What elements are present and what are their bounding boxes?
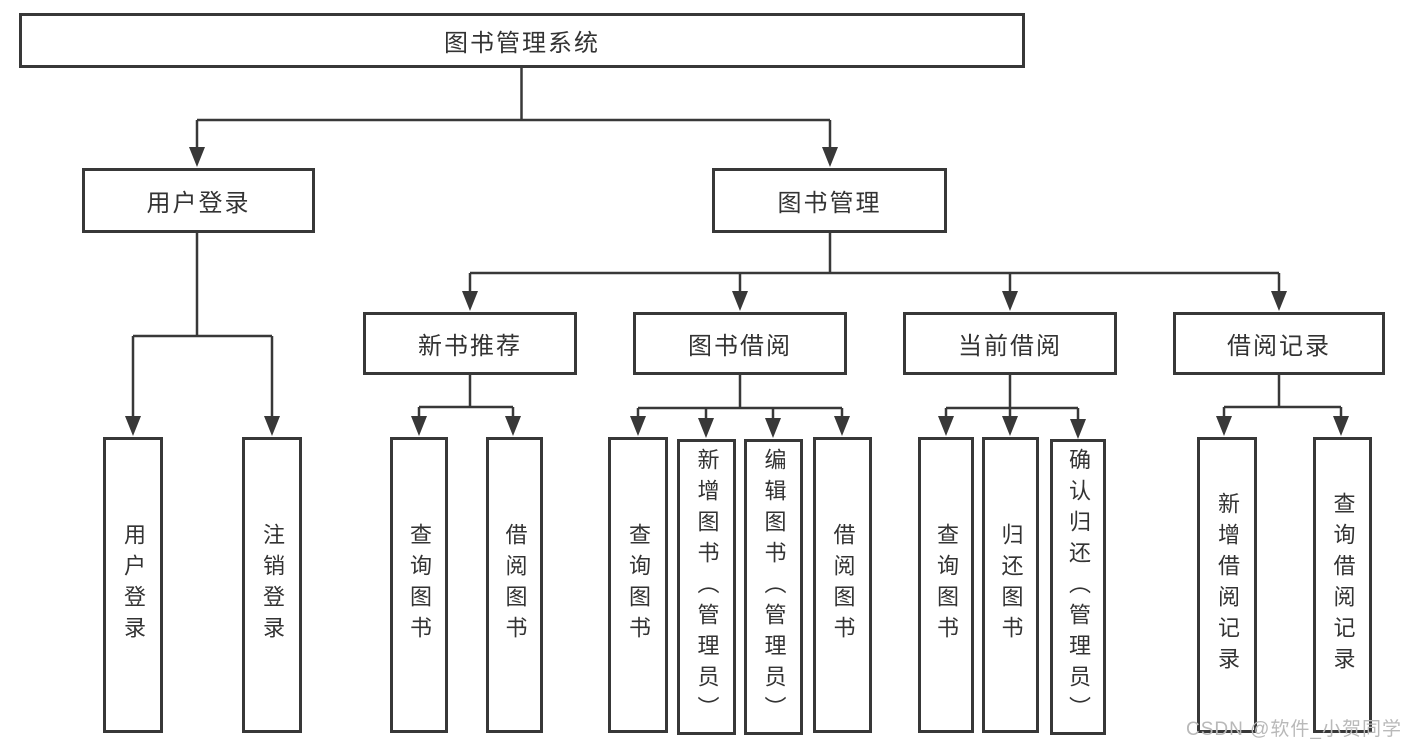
node-logout: 注销登录 — [242, 437, 302, 733]
node-confirm-return-admin: 确认归还（管理员） — [1050, 439, 1106, 735]
node-query-books-current: 查询图书 — [918, 437, 974, 733]
connector-new-book-recommendation-children — [411, 375, 521, 436]
node-query-books-borrowing: 查询图书 — [608, 437, 668, 733]
node-add-book-admin: 新增图书（管理员） — [677, 439, 736, 735]
connector-borrowing-records-children — [1216, 375, 1349, 436]
node-current-borrowing: 当前借阅 — [903, 312, 1117, 375]
node-query-books-recommend: 查询图书 — [390, 437, 448, 733]
connector-user-login-children — [125, 233, 280, 436]
node-borrow-books-recommend: 借阅图书 — [486, 437, 543, 733]
node-edit-book-admin: 编辑图书（管理员） — [744, 439, 803, 735]
node-borrowing-records: 借阅记录 — [1173, 312, 1385, 375]
connector-book-borrowing-children — [630, 375, 850, 438]
node-new-book-recommendation: 新书推荐 — [363, 312, 577, 375]
node-user-login: 用户登录 — [82, 168, 315, 233]
node-book-management: 图书管理 — [712, 168, 947, 233]
node-add-borrow-record: 新增借阅记录 — [1197, 437, 1257, 733]
watermark: CSDN @软件_小贺同学 — [1186, 719, 1402, 740]
node-query-borrow-record: 查询借阅记录 — [1313, 437, 1372, 733]
node-root: 图书管理系统 — [19, 13, 1025, 68]
node-book-borrowing: 图书借阅 — [633, 312, 847, 375]
connector-current-borrowing-children — [938, 375, 1086, 439]
node-borrow-books-borrowing: 借阅图书 — [813, 437, 872, 733]
node-user-login-leaf: 用户登录 — [103, 437, 163, 733]
connector-root-to-level2 — [189, 66, 838, 167]
connector-book-management-children — [462, 233, 1287, 311]
node-return-books: 归还图书 — [982, 437, 1039, 733]
